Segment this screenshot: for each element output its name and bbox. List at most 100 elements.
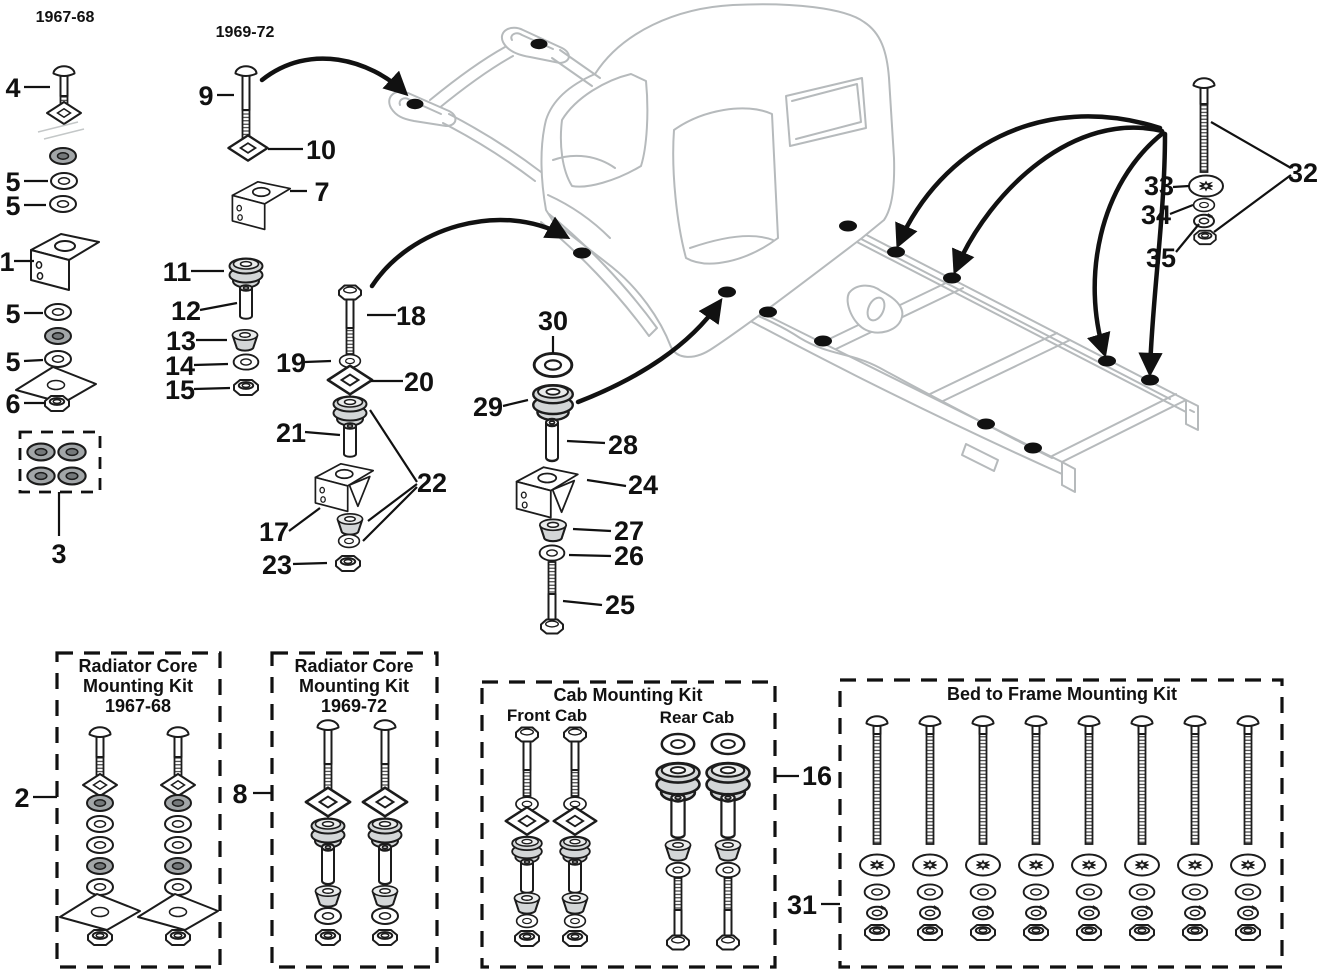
part-33-star-washer xyxy=(1188,174,1224,198)
part-12-sleeve xyxy=(239,284,253,320)
truck-illustration xyxy=(388,3,1199,493)
part-20-square-washer xyxy=(326,364,374,396)
part-5-washer xyxy=(44,303,72,321)
callout-25: 25 xyxy=(562,590,635,620)
part-18-hex-bolt xyxy=(339,286,361,355)
svg-text:10: 10 xyxy=(306,135,336,165)
part-32-nut xyxy=(1193,229,1217,246)
part-23-nut xyxy=(335,555,361,572)
svg-text:18: 18 xyxy=(396,301,426,331)
callout-19: 19 xyxy=(276,348,332,378)
part-30-washer xyxy=(532,351,574,379)
callout-16: 16 xyxy=(775,761,832,791)
callout-17: 17 xyxy=(259,507,321,547)
svg-text:35: 35 xyxy=(1146,243,1176,273)
kit-column xyxy=(363,720,407,945)
part-shaded-washer xyxy=(44,327,72,345)
svg-text:1: 1 xyxy=(0,247,15,277)
callout-29: 29 xyxy=(473,392,529,422)
radiator-kit-6972-title-line3: 1969-72 xyxy=(321,696,387,716)
part-28-sleeve xyxy=(544,417,560,463)
callout-12: 12 xyxy=(171,296,238,326)
kit-column xyxy=(860,716,894,940)
part-3-washer-set-box xyxy=(18,430,102,494)
callout-11: 11 xyxy=(163,257,224,287)
callout-10: 10 xyxy=(268,135,336,165)
svg-text:17: 17 xyxy=(259,517,289,547)
svg-text:12: 12 xyxy=(171,296,201,326)
callout-35: 35 xyxy=(1146,223,1200,273)
callout-26: 26 xyxy=(568,541,644,571)
svg-text:5: 5 xyxy=(5,299,20,329)
svg-text:28: 28 xyxy=(608,430,638,460)
callout-6: 6 xyxy=(5,389,45,419)
kit-column xyxy=(60,727,140,945)
kit-column xyxy=(506,728,549,947)
radiator-kit-6768-title-line3: 1967-68 xyxy=(105,696,171,716)
callout-22: 22 xyxy=(362,409,447,542)
part-32-carriage-bolt xyxy=(1194,78,1215,172)
callout-5c: 5 xyxy=(5,299,43,329)
part-29-bushing xyxy=(532,384,574,422)
svg-text:15: 15 xyxy=(165,375,195,405)
callout-3: 3 xyxy=(51,492,67,569)
svg-text:30: 30 xyxy=(538,306,568,336)
part-9-carriage-bolt xyxy=(236,66,257,140)
radiator-kit-6972-title-line2: Mounting Kit xyxy=(299,676,409,696)
svg-text:22: 22 xyxy=(417,468,447,498)
part-22-cup-bushing xyxy=(336,512,364,536)
callout-13: 13 xyxy=(166,326,227,356)
callout-20: 20 xyxy=(371,367,434,397)
part-21-sleeve xyxy=(343,422,357,458)
callout-5b: 5 xyxy=(5,191,46,221)
svg-text:23: 23 xyxy=(262,550,292,580)
callout-15: 15 xyxy=(165,375,231,405)
ghost-alignment-lines xyxy=(37,121,85,140)
cab-body xyxy=(540,3,896,358)
svg-text:13: 13 xyxy=(166,326,196,356)
svg-text:26: 26 xyxy=(614,541,644,571)
callout-14: 14 xyxy=(165,351,229,381)
part-26-washer xyxy=(538,544,566,562)
callout-34: 34 xyxy=(1141,200,1194,230)
kit-column xyxy=(1072,716,1106,940)
svg-text:21: 21 xyxy=(276,418,306,448)
pointer-arrows xyxy=(259,56,1168,405)
kit-column xyxy=(554,728,597,947)
cab-kit-rear-label: Rear Cab xyxy=(660,708,735,727)
svg-text:5: 5 xyxy=(5,167,20,197)
radiator-kit-6972-title-line1: Radiator Core xyxy=(294,656,413,676)
callout-5d: 5 xyxy=(5,347,44,377)
part-5-washer xyxy=(44,350,72,368)
svg-text:2: 2 xyxy=(14,783,29,813)
part-square-washer xyxy=(46,101,82,125)
part-14-washer xyxy=(232,353,260,371)
svg-text:20: 20 xyxy=(404,367,434,397)
kit-column xyxy=(913,716,947,940)
svg-text:3: 3 xyxy=(51,539,66,569)
part-6-nut xyxy=(44,395,70,412)
svg-text:32: 32 xyxy=(1288,158,1318,188)
svg-text:9: 9 xyxy=(198,81,213,111)
svg-text:16: 16 xyxy=(802,761,832,791)
kit-column xyxy=(1125,716,1159,940)
part-17-bracket xyxy=(315,464,373,512)
callout-30: 30 xyxy=(538,306,568,353)
callout-27: 27 xyxy=(572,516,644,546)
part-5-washer xyxy=(49,195,77,213)
callout-1: 1 xyxy=(0,247,34,277)
kit-boxes: Radiator Core Mounting Kit 1967-68 Radia… xyxy=(55,651,1284,969)
svg-text:5: 5 xyxy=(5,191,20,221)
svg-text:11: 11 xyxy=(163,257,192,287)
svg-text:33: 33 xyxy=(1144,171,1174,201)
part-25-bolt xyxy=(541,562,563,634)
part-shaded-washer xyxy=(49,147,77,165)
bed-mounting-kit-box: Bed to Frame Mounting Kit xyxy=(838,678,1284,969)
radiator-kit-6768-title-line1: Radiator Core xyxy=(78,656,197,676)
callout-18: 18 xyxy=(367,301,426,331)
cab-kit-title: Cab Mounting Kit xyxy=(554,685,703,705)
radiator-kit-6972-box: Radiator Core Mounting Kit 1969-72 xyxy=(270,651,439,969)
part-27-cup-bushing xyxy=(538,518,568,543)
part-24-bracket xyxy=(517,467,578,517)
callout-7: 7 xyxy=(290,177,330,207)
